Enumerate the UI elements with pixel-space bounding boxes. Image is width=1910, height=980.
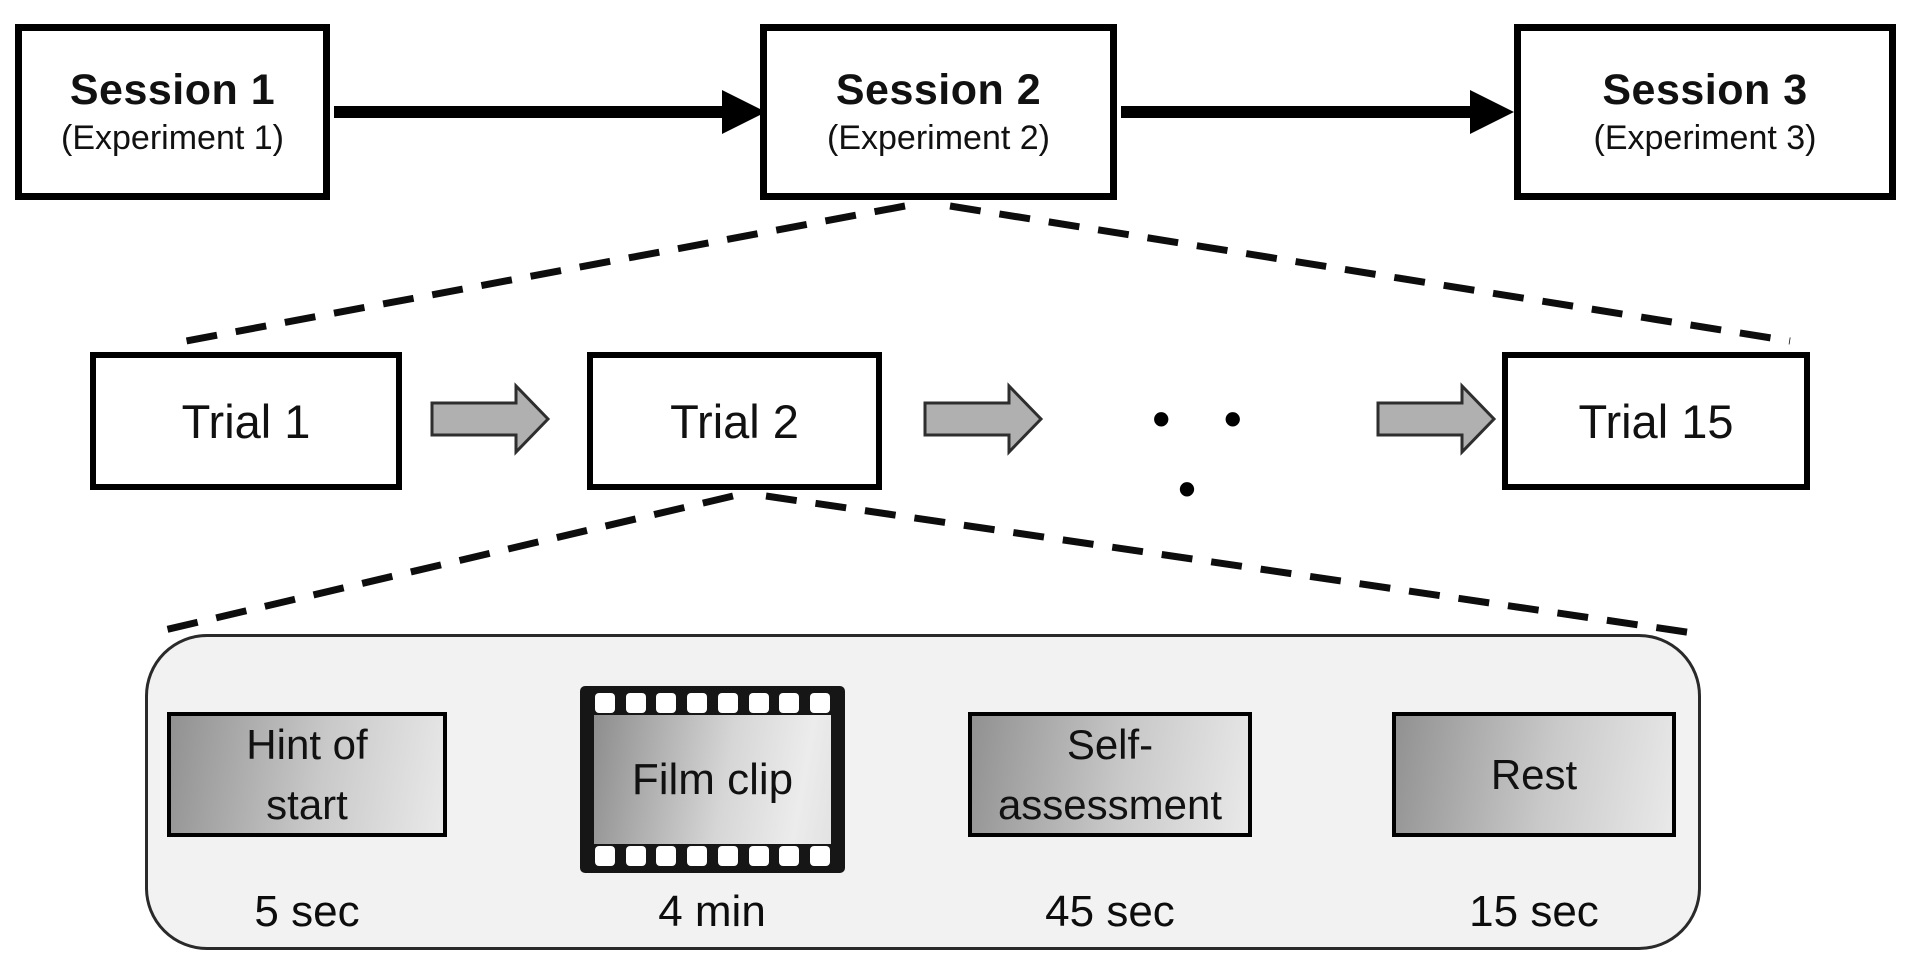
session-subtitle: (Experiment 3): [1593, 119, 1817, 158]
trial-arrow-3: [1376, 382, 1497, 456]
sprocket-hole: [625, 693, 646, 714]
sprocket-hole: [595, 693, 615, 714]
session-title: Session 3: [1602, 66, 1808, 115]
duration-label-film: 4 min: [658, 887, 766, 936]
session-title: Session 1: [69, 66, 276, 115]
sprocket-hole: [748, 845, 769, 866]
sprocket-hole: [717, 693, 738, 714]
sprocket-hole: [625, 845, 646, 866]
trial-box-2: Trial 2: [587, 352, 882, 490]
session-subtitle: (Experiment 1): [61, 119, 284, 158]
session-box-2: Session 2 (Experiment 2): [760, 24, 1117, 200]
duration-label-hint: 5 sec: [254, 887, 360, 936]
step-box-hint-of-start: Hint of start: [167, 712, 447, 837]
trial-arrow-2: [923, 382, 1044, 456]
trial-box-1: Trial 1: [90, 352, 402, 490]
dashed-connector-session-right: [949, 202, 1791, 345]
session-box-3: Session 3 (Experiment 3): [1514, 24, 1896, 200]
sprocket-hole: [809, 845, 830, 866]
session-arrow-2: [1121, 90, 1514, 134]
trial-ellipsis: • • •: [1152, 391, 1262, 517]
sprocket-hole: [595, 845, 615, 866]
step-label-line2: start: [266, 780, 348, 828]
session-box-1: Session 1 (Experiment 1): [15, 24, 330, 200]
trial-arrow-1: [430, 382, 551, 456]
step-box-film-clip: Film clip: [594, 715, 831, 844]
sprocket-hole: [779, 845, 800, 866]
sprocket-row-bottom: [595, 845, 830, 866]
sprocket-hole: [717, 845, 738, 866]
sprocket-hole: [809, 693, 830, 714]
step-label-line1: Self-: [1066, 720, 1154, 768]
sprocket-hole: [687, 845, 708, 866]
trial-box-15: Trial 15: [1502, 352, 1810, 490]
sprocket-hole: [656, 693, 677, 714]
dashed-connector-session-left: [185, 202, 906, 345]
dashed-connector-trial-right: [765, 492, 1694, 637]
session-subtitle: (Experiment 2): [827, 119, 1050, 158]
step-label-line2: assessment: [997, 780, 1223, 828]
step-box-rest: Rest: [1392, 712, 1676, 837]
session-arrow-1: [334, 90, 766, 134]
trial-label: Trial 1: [181, 394, 311, 448]
dashed-connector-trial-left: [151, 492, 734, 637]
duration-label-rest: 15 sec: [1469, 887, 1599, 936]
trial-label: Trial 2: [670, 394, 799, 448]
sprocket-hole: [687, 693, 708, 714]
step-label-line1: Rest: [1490, 750, 1578, 798]
film-strip: Film clip: [580, 686, 845, 873]
step-label-line1: Hint of: [246, 720, 368, 768]
step-label-line1: Film clip: [631, 754, 794, 804]
duration-label-self: 45 sec: [1045, 887, 1175, 936]
sprocket-hole: [748, 693, 769, 714]
session-title: Session 2: [835, 66, 1042, 115]
sprocket-hole: [656, 845, 677, 866]
sprocket-row-top: [595, 693, 830, 714]
trial-label: Trial 15: [1578, 394, 1734, 448]
step-box-self-assessment: Self- assessment: [968, 712, 1252, 837]
sprocket-hole: [779, 693, 800, 714]
